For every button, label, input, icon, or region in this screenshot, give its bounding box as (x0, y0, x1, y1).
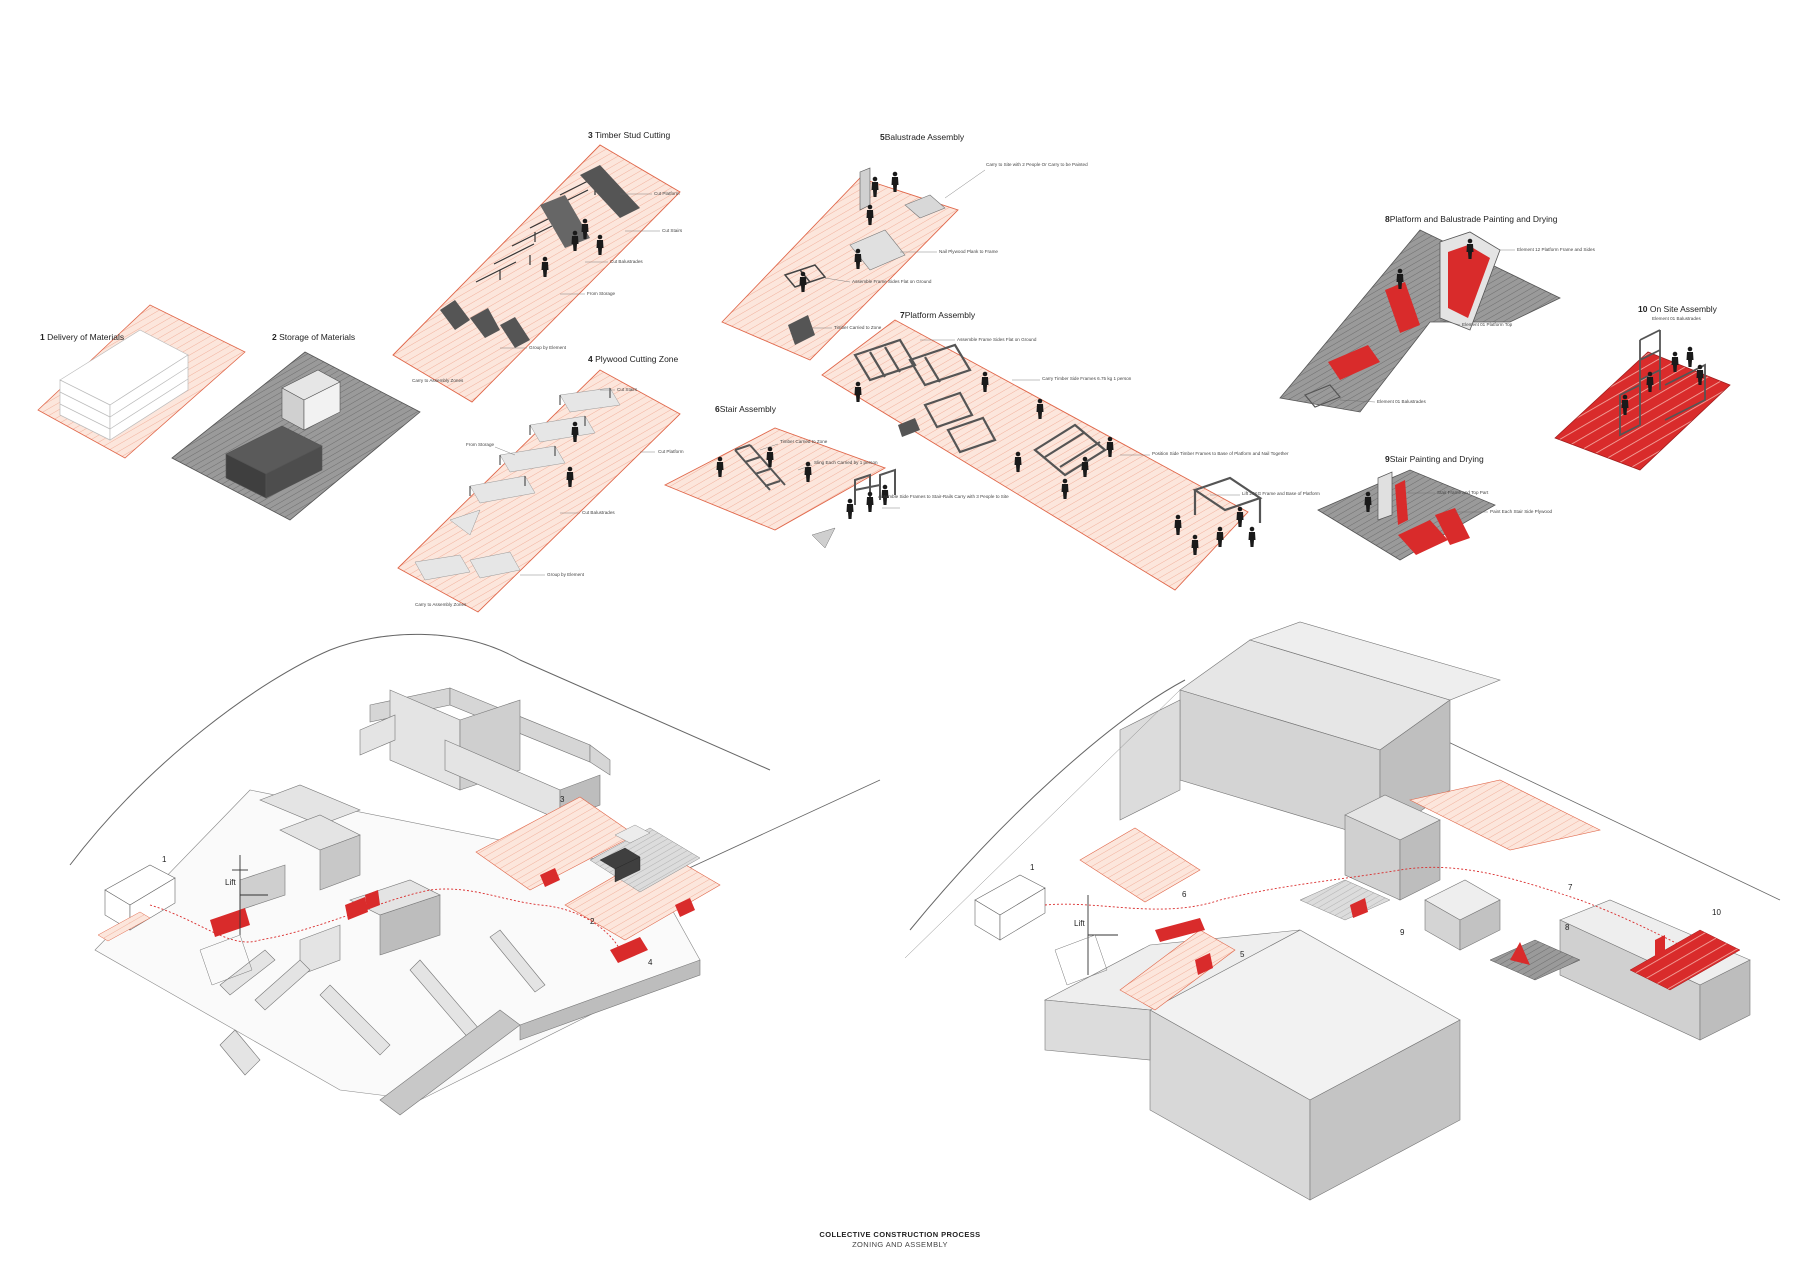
stage-1-title: 1 Delivery of Materials (40, 332, 124, 342)
stage-7-annotation: Carry Timber Side Frames 6.75 kg 1 perso… (1042, 376, 1132, 381)
stage-10-title: 10 On Site Assembly (1638, 304, 1718, 314)
stage-5-annotation: Nail Plywood Plank to Frame (939, 249, 998, 254)
stage-8-annotation: Element 12 Platform Frame and Sides (1517, 247, 1596, 252)
site-plan-right: Lift 1 5 6 7 8 9 10 (909, 621, 1781, 1201)
stage-4-annotation: Cut Balustrades (582, 510, 615, 515)
divider-line (904, 689, 1181, 959)
lift-label: Lift (225, 878, 236, 887)
stage-6-annotation: Sling Each Carried by 1 person (814, 460, 878, 465)
stage-9-title: 9Stair Painting and Drying (1385, 454, 1484, 464)
stage-5-annotation: Timber Carried to Zone (834, 325, 882, 330)
stage-3-annotation: From Storage (587, 291, 616, 296)
stage-1-zone: 1 Delivery of Materials (37, 304, 246, 459)
stage-9-annotation: Paint Each Stair Side Plywood (1490, 509, 1552, 514)
stage-3-zone: 3 Timber Stud Cutting Cut Platform Cut S… (392, 130, 683, 403)
stage-4-title: 4 Plywood Cutting Zone (588, 354, 679, 364)
stage-8-zone: 8Platform and Balustrade Painting and Dr… (1279, 214, 1596, 413)
caption: COLLECTIVE CONSTRUCTION PROCESS ZONING A… (0, 1230, 1800, 1249)
site-number: 1 (1030, 863, 1035, 872)
stage-3-annotation: Group by Element (529, 345, 567, 350)
site-plan-left: Lift 1 2 3 4 (69, 633, 881, 1116)
stage-8-annotation: Element 01 Platform Top (1462, 322, 1513, 327)
site-number: 1 (162, 855, 167, 864)
stage-4-annotation: Carry to Assembly Zones (415, 602, 467, 607)
stage-5-annotation: Carry to Site with 2 People Or Carry to … (986, 162, 1088, 167)
stage-3-annotation: Carry to Assembly Zones (412, 378, 464, 383)
site-number: 7 (1568, 883, 1573, 892)
stage-6-title: 6Stair Assembly (715, 404, 777, 414)
site-number: 8 (1565, 923, 1570, 932)
stage-5-annotation: Assemble Frame Sides Flat on Ground (852, 279, 932, 284)
stage-9-annotation: Stair Frame and Top Part (1437, 490, 1489, 495)
stage-2-title: 2 Storage of Materials (272, 332, 355, 342)
stage-7-zone: 7Platform Assembly Assemble Frame Sides … (821, 310, 1320, 591)
stage-3-title: 3 Timber Stud Cutting (588, 130, 670, 140)
stage-7-annotation: Position Side Timber Frames to Base of P… (1152, 451, 1289, 456)
lift-label: Lift (1074, 919, 1085, 928)
stage-7-annotation: Assemble Frame Sides Flat on Ground (957, 337, 1037, 342)
stage-8-title: 8Platform and Balustrade Painting and Dr… (1385, 214, 1558, 224)
stage-4-zone: 4 Plywood Cutting Zone Cut Stairs Cut Pl… (397, 354, 684, 613)
stage-5-title: 5Balustrade Assembly (880, 132, 965, 142)
stage-3-annotation: Cut Stairs (662, 228, 683, 233)
stage-4-annotation: Group by Element (547, 572, 585, 577)
stage-6-annotation: Assemble Side Frames to Stair-Rails Carr… (878, 494, 1009, 499)
stage-7-title: 7Platform Assembly (900, 310, 976, 320)
site-number: 5 (1240, 950, 1245, 959)
stage-10-zone: 10 On Site Assembly Element 01 Balustrad… (1554, 304, 1731, 471)
stage-10-annotation: Element 01 Balustrades (1652, 316, 1701, 321)
site-number: 6 (1182, 890, 1187, 899)
stage-4-annotation: Cut Stairs (617, 387, 638, 392)
caption-title: COLLECTIVE CONSTRUCTION PROCESS (819, 1230, 981, 1239)
stage-6-annotation: Timber Carried to Zone (780, 439, 828, 444)
site-number: 2 (590, 917, 595, 926)
site-number: 9 (1400, 928, 1405, 937)
stage-2-zone: 2 Storage of Materials (171, 332, 421, 521)
stage-3-annotation: Cut Platform (654, 191, 680, 196)
stage-3-annotation: Cut Balustrades (610, 259, 643, 264)
stage-4-annotation: From Storage (466, 442, 495, 447)
site-number: 3 (560, 795, 565, 804)
stage-6-zone: 6Stair Assembly Timber Carried to Zone S… (663, 404, 1009, 549)
stage-4-annotation: Cut Platform (658, 449, 684, 454)
stage-8-annotation: Element 01 Balustrades (1377, 399, 1426, 404)
stage-7-annotation: Lift 20KG Frame and Base of Platform (1242, 491, 1320, 496)
site-number: 4 (648, 958, 653, 967)
site-number: 10 (1712, 908, 1721, 917)
caption-subtitle: ZONING AND ASSEMBLY (852, 1240, 948, 1249)
stage-9-zone: 9Stair Painting and Drying Stair Frame a… (1317, 454, 1552, 561)
stage-5-zone: 5Balustrade Assembly Carry to Site with … (721, 132, 1088, 361)
